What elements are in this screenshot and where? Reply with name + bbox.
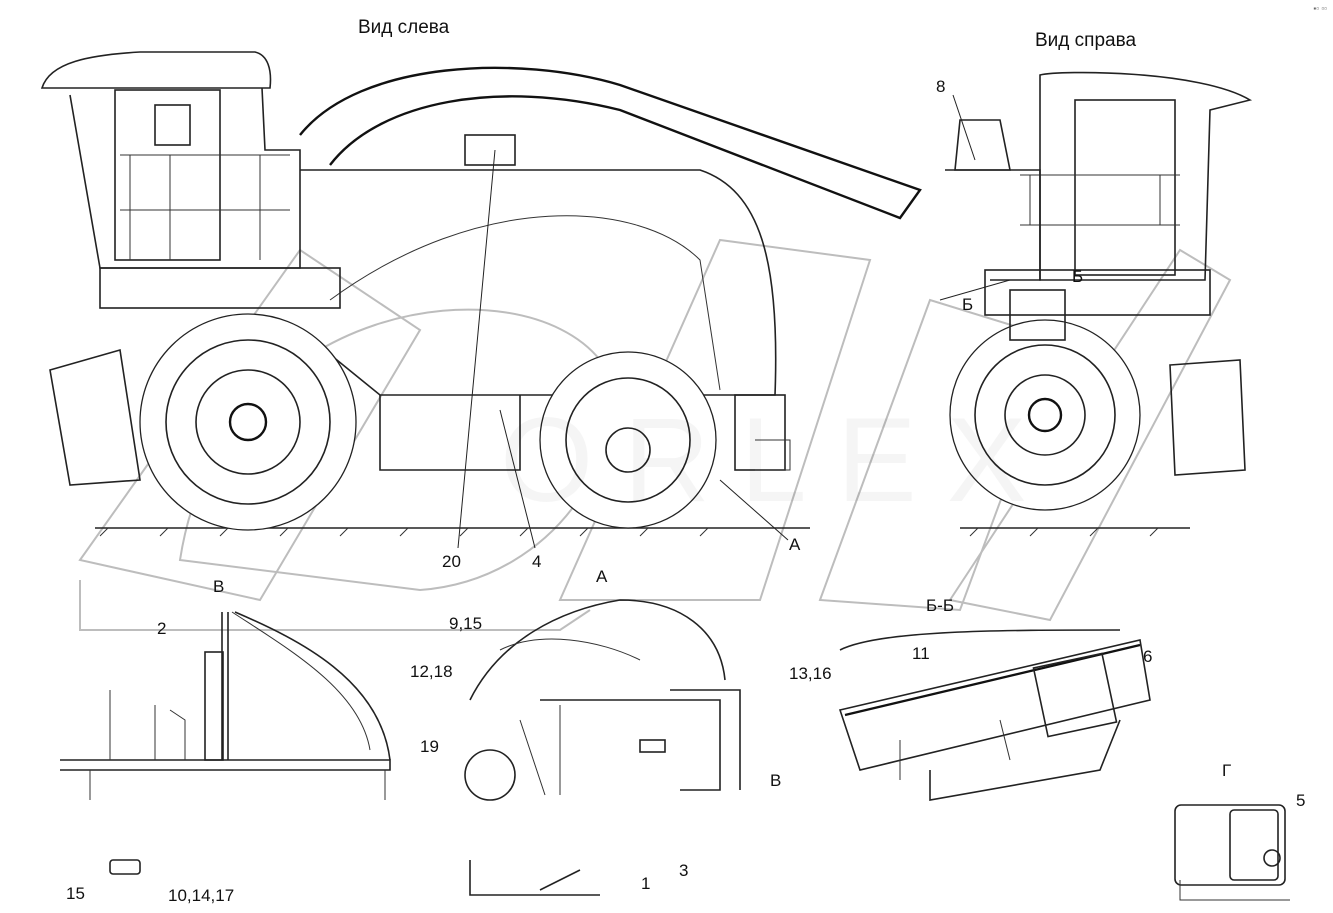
harvester-right-view — [945, 71, 1253, 511]
detail-a — [464, 599, 741, 896]
left-view-title: Вид слева — [358, 17, 450, 38]
view-v-title: В — [213, 577, 225, 596]
callout-3: 3 — [679, 861, 689, 880]
callout-20: 20 — [442, 552, 461, 571]
detail-g — [1174, 804, 1290, 901]
ground-right — [960, 527, 1190, 537]
detail-v — [60, 611, 391, 800]
callout-a: А — [789, 535, 801, 554]
callout-19: 19 — [420, 737, 439, 756]
ground-left — [95, 527, 810, 537]
harvester-left-view — [40, 51, 922, 531]
callout-11: 11 — [912, 644, 930, 663]
callout-15: 15 — [66, 884, 85, 903]
callout-v: В — [770, 771, 782, 790]
callout-1: 1 — [641, 874, 651, 893]
callout-b-right: Б — [1072, 267, 1084, 286]
callout-5: 5 — [1296, 791, 1306, 810]
callout-10-14-17: 10,14,17 — [168, 886, 235, 905]
right-view-title: Вид справа — [1035, 30, 1137, 51]
callout-9-15: 9,15 — [449, 614, 483, 633]
leader-lines — [457, 94, 1011, 549]
view-g-title: Г — [1222, 761, 1232, 780]
callout-12-18: 12,18 — [410, 662, 453, 681]
section-bb-title: Б-Б — [926, 596, 954, 615]
callout-2: 2 — [157, 619, 167, 638]
callout-8: 8 — [936, 77, 946, 96]
callout-6: 6 — [1143, 647, 1153, 666]
callout-13-16: 13,16 — [789, 664, 832, 683]
callout-b-left: Б — [962, 295, 974, 314]
detail-a-title: А — [596, 567, 608, 586]
corner-mark: ▪▫ ▫▫ — [1313, 4, 1327, 13]
watermark-text: ORLEX — [500, 400, 1057, 520]
callout-4: 4 — [532, 552, 542, 571]
small-parts — [109, 859, 141, 875]
section-bb — [838, 629, 1151, 801]
